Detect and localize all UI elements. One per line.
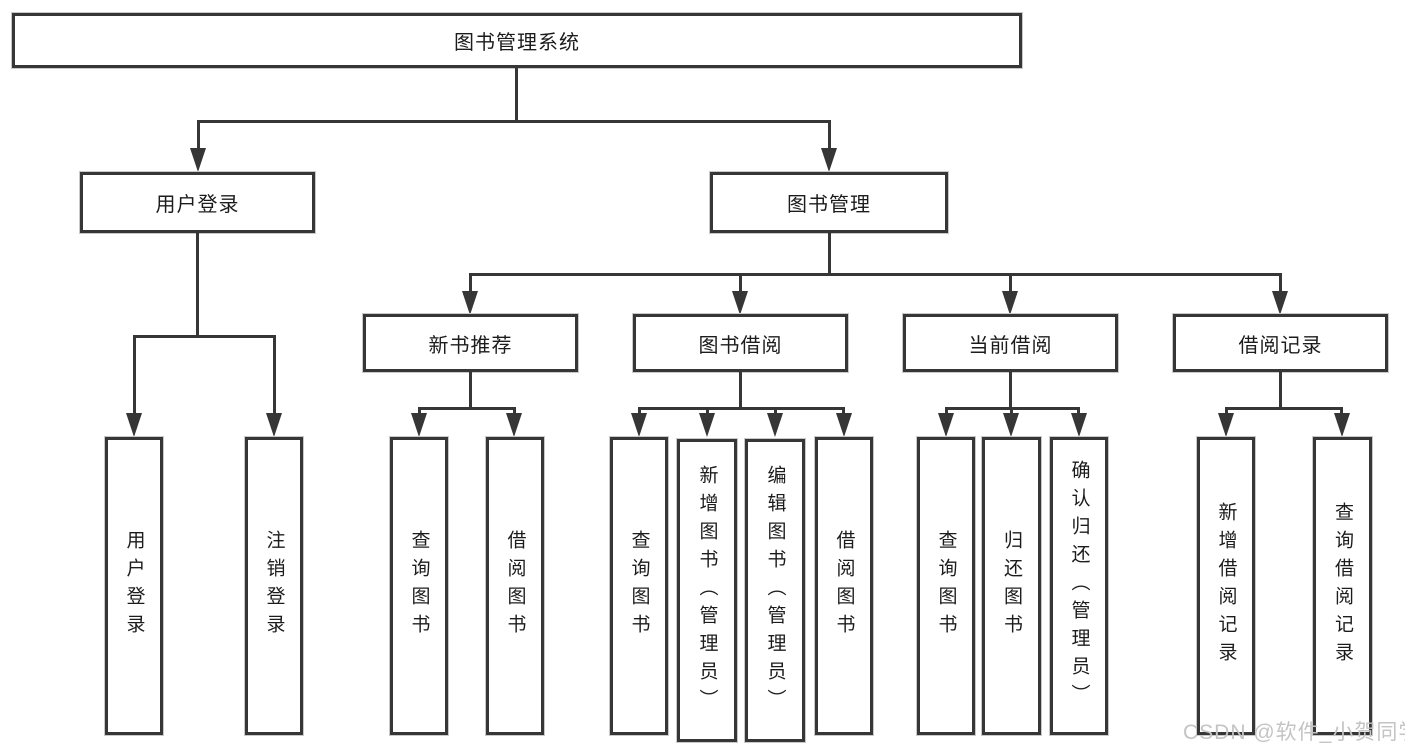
connector-stem [469,273,472,295]
csdn-watermark: CSDN @软件_小贺同学 [1183,721,1405,744]
node-root-library-system: 图书管理系统 [12,13,1022,68]
arrow-down-icon [836,413,852,437]
arrow-down-icon [821,148,837,172]
connector-stem [945,407,948,417]
connector-root-drop [515,68,518,122]
connector-stem [774,407,777,417]
leaf-query-books-current: 查询图书 [917,437,975,735]
arrow-down-icon [462,291,478,315]
leaf-confirm-return-admin: 确认归还（管理员） [1050,437,1108,735]
leaf-edit-book-admin-label: 编辑图书（管理员） [764,464,786,717]
leaf-add-borrow-record: 新增借阅记录 [1197,437,1255,735]
arrow-down-icon [126,413,142,437]
leaf-query-books-current-label: 查询图书 [935,530,957,642]
leaf-edit-book-admin: 编辑图书（管理员） [745,439,805,742]
node-user-login: 用户登录 [80,172,315,233]
leaf-logout-label: 注销登录 [263,530,285,642]
leaf-query-books-recommend: 查询图书 [390,437,448,735]
leaf-add-book-admin-label: 新增图书（管理员） [696,464,718,717]
connector-stem [842,407,845,417]
leaf-borrow-books-label: 借阅图书 [833,530,855,642]
arrow-down-icon [938,413,954,437]
connector-drop [739,372,742,407]
connector-book-mgmt-drop [828,233,831,273]
node-current-borrow: 当前借阅 [903,314,1118,372]
connector-stem [739,273,742,295]
arrow-down-icon [411,413,427,437]
arrow-down-icon [767,413,783,437]
connector-stem [1077,407,1080,417]
connector-user-login-drop [196,233,199,335]
connector-stem [197,120,200,152]
leaf-return-book: 归还图书 [982,437,1041,735]
connector-stem [706,407,709,417]
arrow-down-icon [1002,291,1018,315]
connector-stem [273,335,276,415]
connector-stem [638,407,641,417]
arrow-down-icon [266,413,282,437]
arrow-down-icon [732,291,748,315]
leaf-query-borrow-record: 查询借阅记录 [1313,437,1372,735]
leaf-query-borrow-record-label: 查询借阅记录 [1332,502,1353,670]
arrow-down-icon [1071,413,1087,437]
leaf-borrow-books-recommend-label: 借阅图书 [504,530,526,642]
connector-stem [1009,273,1012,295]
connector-stem [1225,407,1228,417]
connector-stem [828,120,831,152]
leaf-query-books-borrow-label: 查询图书 [628,530,650,642]
arrow-down-icon [1218,413,1234,437]
arrow-down-icon [190,148,206,172]
leaf-confirm-return-admin-label: 确认归还（管理员） [1068,460,1090,712]
arrow-down-icon [1334,413,1350,437]
node-borrow-records: 借阅记录 [1173,314,1388,372]
leaf-borrow-books: 借阅图书 [815,437,873,735]
connector-stem [133,335,136,415]
connector-stem [1010,407,1013,417]
connector-stem [513,407,516,417]
arrow-down-icon [1272,291,1288,315]
arrow-down-icon [631,413,647,437]
leaf-query-books-borrow: 查询图书 [610,437,668,735]
leaf-query-books-recommend-label: 查询图书 [408,530,430,642]
connector-leaf-bar [1225,407,1343,410]
node-book-management: 图书管理 [710,172,948,233]
leaf-add-borrow-record-label: 新增借阅记录 [1215,502,1237,670]
leaf-user-login-label: 用户登录 [123,530,145,642]
connector-drop [469,372,472,407]
leaf-logout: 注销登录 [245,437,303,735]
leaf-borrow-books-recommend: 借阅图书 [486,437,544,735]
connector-user-login-bar [133,335,275,338]
connector-level3-bar [469,273,1281,276]
leaf-return-book-label: 归还图书 [1001,530,1022,642]
connector-stem [1340,407,1343,417]
node-new-book-recommend: 新书推荐 [363,314,578,372]
connector-drop [1279,372,1282,407]
arrow-down-icon [506,413,522,437]
leaf-user-login: 用户登录 [105,437,163,735]
node-book-borrow: 图书借阅 [633,314,848,372]
leaf-add-book-admin: 新增图书（管理员） [677,439,737,742]
connector-stem [1279,273,1282,295]
connector-level2-bar [197,120,831,123]
connector-leaf-bar [638,407,845,410]
connector-drop [1009,372,1012,407]
connector-stem [418,407,421,417]
arrow-down-icon [1003,413,1019,437]
arrow-down-icon [699,413,715,437]
connector-leaf-bar [418,407,516,410]
